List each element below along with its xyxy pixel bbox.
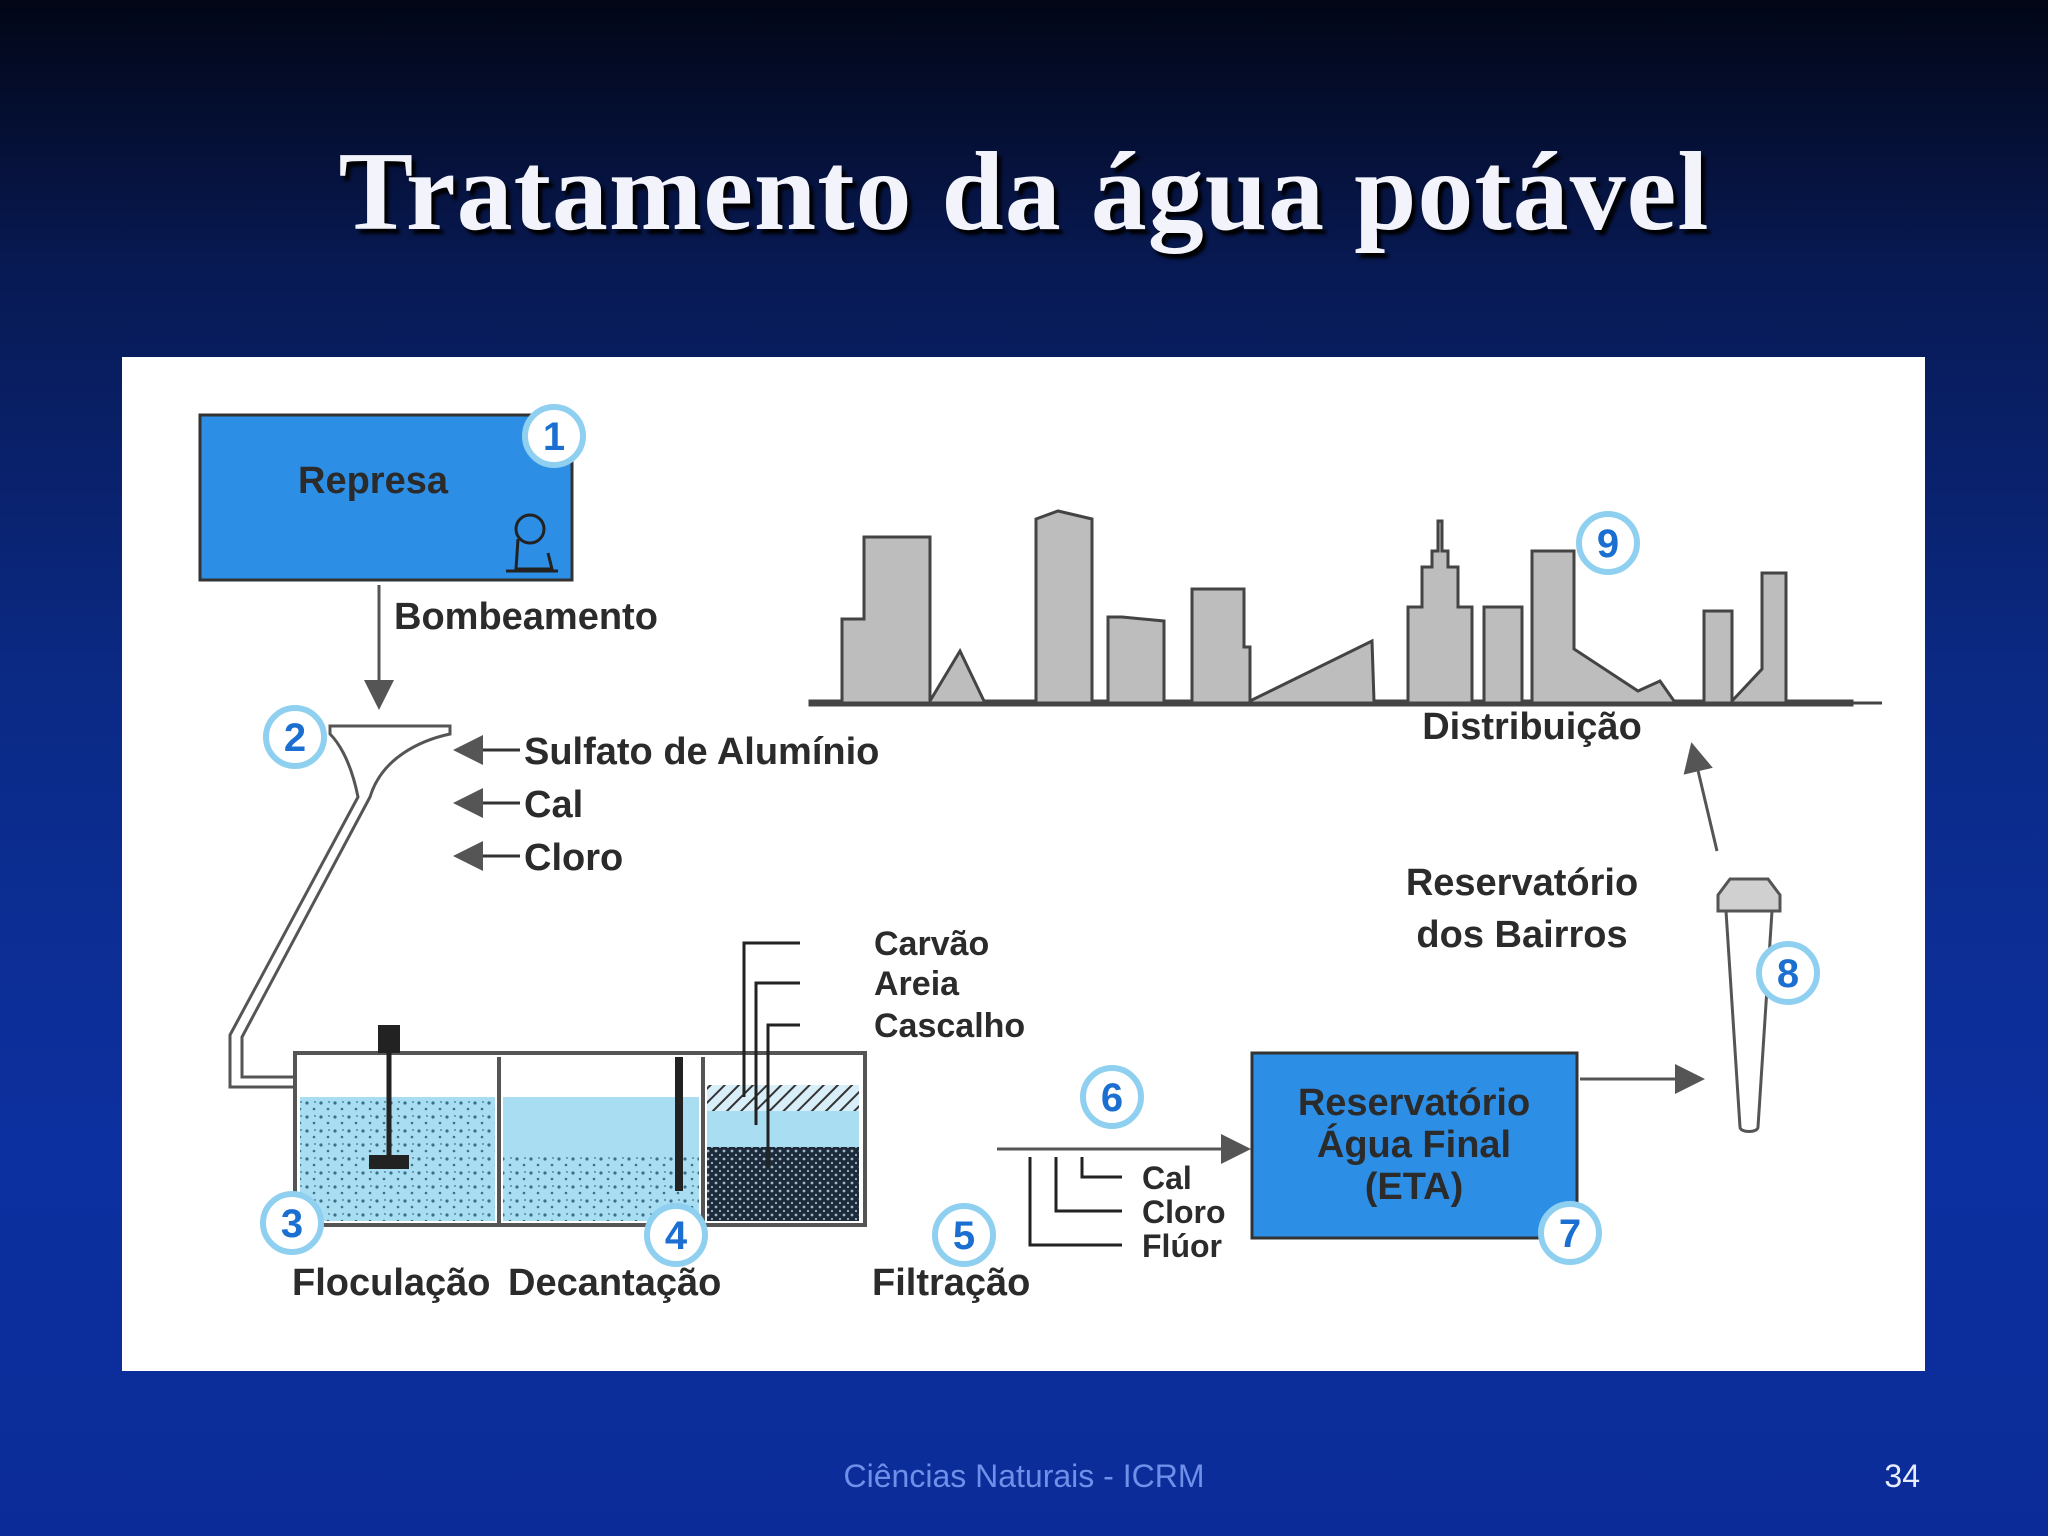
filter-areia <box>707 1111 859 1147</box>
filter-cascalho <box>707 1147 859 1221</box>
chemical-arrows <box>453 735 520 871</box>
after-fluor: Flúor <box>1142 1228 1222 1264</box>
filter-carvao <box>707 1085 859 1111</box>
svg-text:5: 5 <box>953 1214 975 1258</box>
res-bairros-line2: dos Bairros <box>1416 914 1627 956</box>
step-badges: 1 2 3 4 5 6 7 8 9 <box>260 404 1820 1267</box>
res-bairros-line1: Reservatório <box>1406 862 1638 904</box>
layer-carvao: Carvão <box>874 925 989 963</box>
badge-4: 4 <box>644 1203 708 1267</box>
page-number: 34 <box>1884 1458 1920 1494</box>
reservatorio-final-box <box>1250 1051 1579 1240</box>
slide-footer: Ciências Naturais - ICRM <box>843 1458 1205 1494</box>
res-final-line1: Reservatório <box>1298 1082 1530 1124</box>
badge-5: 5 <box>932 1203 996 1267</box>
stage-filtracao: Filtração <box>872 1262 1030 1304</box>
chemical-sulfato: Sulfato de Alumínio <box>524 731 879 773</box>
pump-icon <box>506 513 558 573</box>
chemical-cloro: Cloro <box>524 837 623 879</box>
after-chemical-lines <box>1028 1157 1122 1247</box>
svg-text:3: 3 <box>281 1202 303 1246</box>
city-skyline <box>808 509 1854 707</box>
layer-cascalho: Cascalho <box>874 1007 1025 1045</box>
svg-text:9: 9 <box>1597 522 1619 566</box>
represa-box <box>198 413 574 582</box>
badge-3: 3 <box>260 1191 324 1255</box>
distribuicao-label: Distribuição <box>1422 706 1642 748</box>
after-cloro: Cloro <box>1142 1194 1226 1230</box>
svg-text:1: 1 <box>543 415 565 459</box>
water-treatment-diagram: Represa Bombeamento Sulfato de Alumínio … <box>198 404 1882 1304</box>
mixer-motor <box>378 1025 400 1053</box>
flow-arrow-8 <box>1683 742 1719 852</box>
filter-callouts <box>742 941 800 1167</box>
diagram-panel: Represa Bombeamento Sulfato de Alumínio … <box>122 357 1925 1371</box>
badge-2: 2 <box>263 705 327 769</box>
badge-9: 9 <box>1576 511 1640 575</box>
stage-decantacao: Decantação <box>508 1262 721 1304</box>
svg-text:7: 7 <box>1559 1212 1581 1256</box>
svg-text:6: 6 <box>1101 1076 1123 1120</box>
res-final-line3: (ETA) <box>1365 1166 1464 1208</box>
badge-7: 7 <box>1538 1201 1602 1265</box>
svg-text:8: 8 <box>1777 952 1799 996</box>
water-tower <box>1716 877 1782 1133</box>
badge-6: 6 <box>1080 1065 1144 1129</box>
bombeamento-label: Bombeamento <box>394 596 658 638</box>
slide-title: Tratamento da água potável <box>338 130 1710 254</box>
badge-8: 8 <box>1756 941 1820 1005</box>
stage-floculacao: Floculação <box>292 1262 491 1304</box>
svg-text:2: 2 <box>284 716 306 760</box>
svg-text:4: 4 <box>665 1214 688 1258</box>
chemical-cal: Cal <box>524 784 583 826</box>
mixer-blade <box>369 1155 409 1169</box>
funnel <box>228 724 452 1089</box>
layer-areia: Areia <box>874 965 960 1003</box>
res-final-line2: Água Final <box>1317 1122 1511 1166</box>
represa-label: Represa <box>298 460 449 502</box>
after-cal: Cal <box>1142 1160 1192 1196</box>
badge-1: 1 <box>522 404 586 468</box>
